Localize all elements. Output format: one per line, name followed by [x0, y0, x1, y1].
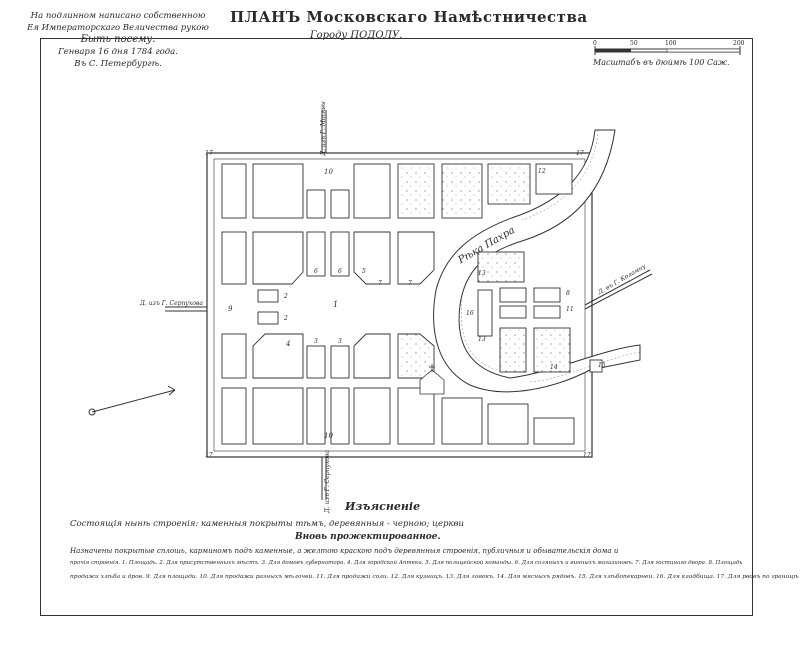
- legend-title: Изъясненіе: [345, 500, 421, 513]
- block-number: 9: [228, 305, 233, 313]
- block-number: 11: [566, 306, 574, 313]
- river-pakhra: [433, 129, 641, 393]
- approval-line: На подлинном написано собственною: [30, 11, 206, 21]
- map-title: ПЛАНЪ Московскаго Намѣстничества: [230, 8, 588, 26]
- scale-tick-label: 200: [733, 40, 745, 47]
- approval-line: Быть посему.: [80, 34, 156, 45]
- corner-number: 17: [205, 452, 213, 459]
- block-number: 6: [338, 268, 342, 275]
- legend-line: Назначены покрытые сплошь, карминомъ под…: [70, 546, 619, 555]
- block-number: 7: [378, 280, 382, 287]
- legend-line: Вновь прожектированное.: [295, 532, 441, 542]
- block-number: 3: [338, 338, 342, 345]
- roads: [165, 110, 653, 500]
- approval-line: Ея Императорскаго Величества рукою: [27, 23, 209, 33]
- north-arrow-icon: [88, 385, 176, 416]
- block-number: 13: [478, 270, 486, 277]
- corner-number: 17: [583, 452, 591, 459]
- legend-line: продажи хлѣба и дров. 9. Для площади. 10…: [70, 574, 799, 580]
- church-icon: [419, 364, 445, 395]
- scale-tick-label: 100: [665, 40, 677, 47]
- corner-number: 17: [205, 150, 213, 157]
- map-subtitle: Городу ПОДОЛУ.: [310, 30, 403, 41]
- block-number: 13: [478, 336, 486, 343]
- corner-number: 17: [576, 150, 584, 157]
- block-number: 12: [538, 168, 546, 175]
- road-label-top: Д. изъ Г. Москвы: [319, 101, 327, 156]
- block-number: 2: [284, 293, 288, 300]
- scale-tick-label: 50: [630, 40, 638, 47]
- block-number: 6: [314, 268, 318, 275]
- scale-tick-label: 0: [593, 40, 597, 47]
- block-number: 10: [324, 168, 333, 176]
- block-number: 4: [286, 340, 291, 348]
- block-number: 1: [333, 300, 339, 309]
- block-number: 7: [408, 280, 412, 287]
- block-number: 16: [466, 310, 474, 317]
- approval-line: Въ С. Петербургѣ.: [74, 59, 162, 69]
- scale-label: Масштабъ въ дюймѣ 100 Саж.: [593, 58, 730, 67]
- legend-line: прочія строенія. 1. Площадь. 2. Для прис…: [70, 560, 743, 566]
- block-number: 8: [566, 290, 570, 297]
- legend-line: Состоящія нынѣ строенія: каменныя покрыт…: [70, 519, 464, 529]
- map-sheet: [40, 38, 753, 616]
- block-number: 3: [314, 338, 318, 345]
- block-number: 14: [550, 364, 558, 371]
- block-number: 2: [284, 315, 288, 322]
- approval-inscription: На подлинном написано собственною Ея Имп…: [18, 10, 218, 70]
- existing-buildings: [398, 164, 570, 378]
- block-number: 5: [362, 268, 366, 275]
- road-label-left: Д. изъ Г. Серпухова: [140, 300, 203, 307]
- block-number: 15: [598, 362, 606, 369]
- approval-line: Генваря 16 дня 1784 года.: [58, 47, 178, 57]
- road-label-bottom: Д. изъ Г. Серпухова: [323, 450, 331, 513]
- block-number: 10: [324, 432, 333, 440]
- scale-bar: [594, 46, 741, 55]
